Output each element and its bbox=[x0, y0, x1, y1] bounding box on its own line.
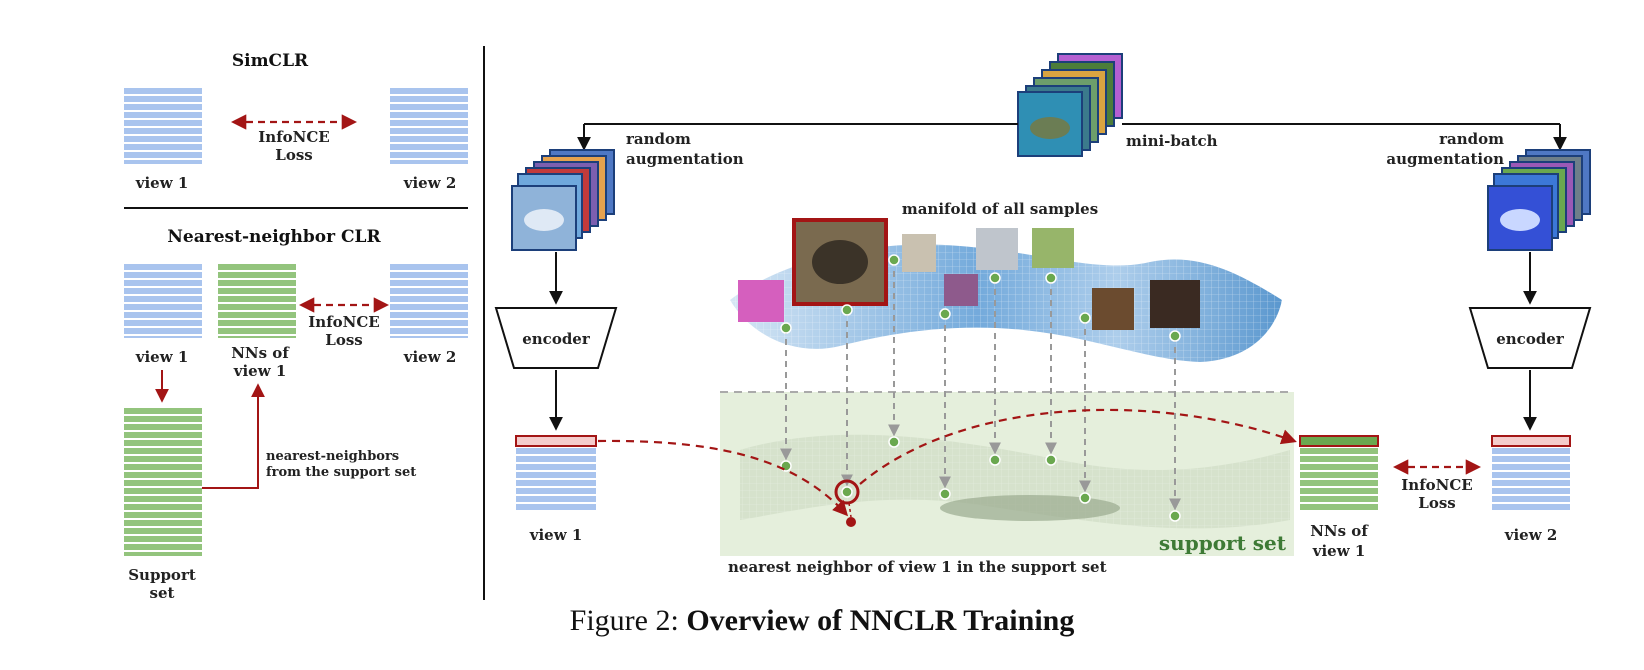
nns-embedding bbox=[1300, 436, 1378, 512]
augmented-images-left bbox=[511, 149, 615, 251]
nns-label-2: view 1 bbox=[1312, 542, 1366, 560]
aug-right-label-1: random bbox=[1439, 130, 1504, 148]
right-panel: mini-batch random augmentation random au… bbox=[494, 53, 1592, 576]
augmented-images-right bbox=[1487, 149, 1591, 251]
support-set-embedding bbox=[124, 406, 202, 556]
nnclr-view2-embedding bbox=[390, 262, 468, 338]
nn-lookup-arrow bbox=[202, 383, 265, 489]
support-label-1: Support bbox=[128, 566, 196, 584]
encoder-right-label: encoder bbox=[1496, 330, 1565, 348]
view2-highlight-row bbox=[1491, 435, 1571, 447]
manifold-label: manifold of all samples bbox=[902, 200, 1098, 218]
view2-embedding bbox=[1492, 436, 1570, 512]
nnclr-view2-label: view 2 bbox=[403, 348, 457, 366]
support-set-label: support set bbox=[1159, 531, 1287, 555]
simclr-loss-label-2: Loss bbox=[275, 146, 312, 164]
view1-label: view 1 bbox=[529, 526, 583, 544]
thumbnail-bee-flower bbox=[738, 280, 784, 322]
simclr-view2-label: view 2 bbox=[403, 174, 457, 192]
encoder-left-label: encoder bbox=[522, 330, 591, 348]
caption-title: Overview of NNCLR Training bbox=[686, 604, 1075, 637]
nn-caption: nearest neighbor of view 1 in the suppor… bbox=[728, 558, 1107, 576]
thumbnail-musicians bbox=[1092, 288, 1134, 330]
simclr-view2-embedding bbox=[390, 88, 468, 164]
nnclr-nns-embedding bbox=[218, 262, 296, 338]
right-loss-label-1: InfoNCE bbox=[1401, 476, 1472, 494]
right-loss-label-2: Loss bbox=[1418, 494, 1455, 512]
view1-embedding bbox=[516, 436, 596, 512]
encoder-left-block bbox=[494, 307, 618, 369]
thumbnail-piano bbox=[1150, 280, 1200, 328]
thumbnail-cup bbox=[902, 234, 936, 272]
nn-note-2: from the support set bbox=[266, 465, 416, 480]
nnclr-nns-label-2: view 1 bbox=[233, 362, 287, 380]
nnclr-loss-label-2: Loss bbox=[325, 331, 362, 349]
minibatch-label: mini-batch bbox=[1126, 132, 1218, 150]
nnclr-title: Nearest-neighbor CLR bbox=[167, 227, 381, 247]
turtle-shape bbox=[1030, 117, 1070, 139]
nnclr-loss-label-1: InfoNCE bbox=[308, 313, 379, 331]
nns-label-1: NNs of bbox=[1310, 522, 1369, 540]
thumbnail-flower bbox=[944, 274, 978, 306]
simclr-title: SimCLR bbox=[232, 51, 309, 71]
left-panel: SimCLR InfoNCE Loss view 1 view 2 Neares… bbox=[124, 51, 468, 600]
encoder-right-block bbox=[1468, 307, 1592, 369]
support-label-2: set bbox=[150, 584, 175, 600]
aug-left-label-1: random bbox=[626, 130, 691, 148]
nnclr-view1-label: view 1 bbox=[135, 348, 189, 366]
figure-caption: Figure 2: Overview of NNCLR Training bbox=[0, 604, 1644, 638]
nns-highlight-row bbox=[1299, 435, 1379, 447]
nn-note-1: nearest-neighbors bbox=[266, 449, 399, 464]
sample-dots bbox=[780, 254, 1181, 522]
simclr-view1-embedding bbox=[124, 88, 202, 164]
nnclr-overview-diagram: SimCLR InfoNCE Loss view 1 view 2 Neares… bbox=[124, 46, 1592, 600]
aug-left-label-2: augmentation bbox=[626, 150, 744, 168]
sample-thumbnails bbox=[738, 218, 1200, 330]
thumbnail-car bbox=[1032, 228, 1074, 268]
nnclr-nns-label-1: NNs of bbox=[231, 344, 290, 362]
thumbnail-hairdryer bbox=[976, 228, 1018, 270]
view1-highlight-row bbox=[515, 435, 597, 447]
view1-to-support-curve bbox=[597, 439, 849, 517]
simclr-view1-label: view 1 bbox=[135, 174, 189, 192]
simclr-loss-label-1: InfoNCE bbox=[258, 128, 329, 146]
caption-prefix: Figure 2: bbox=[569, 604, 687, 637]
projection-lines bbox=[780, 260, 1181, 511]
view1-query-point bbox=[846, 517, 856, 527]
view2-label: view 2 bbox=[1504, 526, 1558, 544]
nn-to-nns-curve bbox=[859, 408, 1297, 485]
aug-right-label-2: augmentation bbox=[1386, 150, 1504, 168]
nnclr-view1-embedding bbox=[124, 262, 202, 338]
minibatch-image-stack bbox=[1017, 53, 1123, 157]
